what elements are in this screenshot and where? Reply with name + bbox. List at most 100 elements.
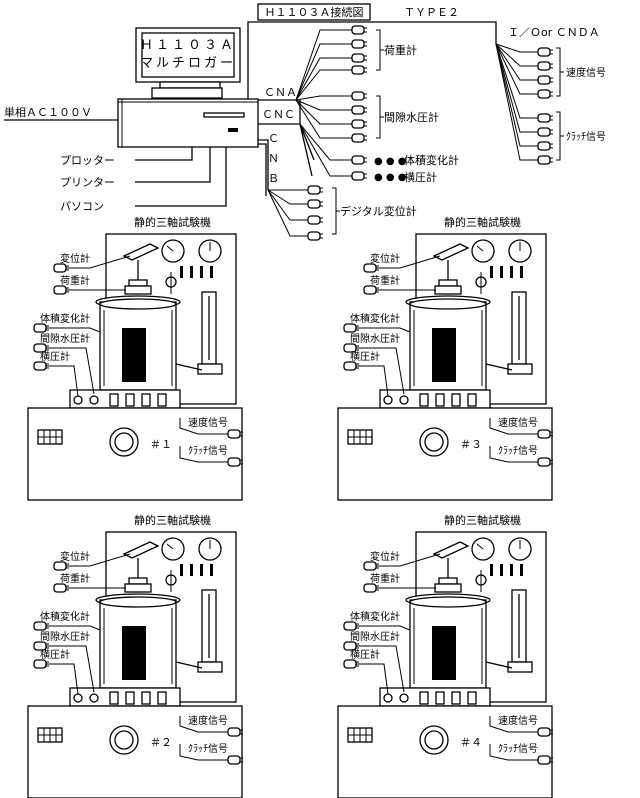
control-knob (520, 266, 523, 278)
speed-signal-connector (227, 429, 241, 439)
lateral-pressure-label: 横圧計 (40, 350, 70, 363)
sensor-connector (33, 621, 47, 631)
pore-pressure-label: 間隙水圧計 (350, 332, 400, 345)
triaxial-cell (99, 599, 177, 689)
sensor-connector (53, 583, 67, 593)
sensor-connector (363, 263, 377, 273)
crossbar (122, 243, 160, 261)
sensor-connector (33, 343, 47, 353)
title-box (257, 3, 371, 21)
pore-pressure-label: 間隙水圧計 (40, 630, 90, 643)
control-knob (520, 564, 523, 576)
control-knob (500, 266, 503, 278)
clutch-signal-connector (227, 755, 241, 765)
displacement-label: 変位計 (370, 550, 400, 563)
machine-title: 静的三軸試験機 (134, 215, 211, 229)
volume-label: 体積変化計 (40, 312, 90, 325)
load-label: 荷重計 (60, 274, 90, 287)
diagram-title: Ｈ１１０３Ａ接続図 (265, 5, 364, 19)
load-connector (351, 25, 365, 35)
displacement-label: 変位計 (370, 252, 400, 265)
machine-number: ＃２ (150, 736, 172, 749)
sensor-connector (343, 621, 357, 631)
cnc-connector (351, 155, 365, 165)
machine-cabinet (27, 407, 243, 501)
pore-connector (351, 133, 365, 143)
sensor-connector (343, 361, 357, 371)
pore-connector (351, 105, 365, 115)
machine-title: 静的三軸試験機 (444, 513, 521, 527)
logger-unit (117, 98, 259, 148)
pore-pressure-label: 間隙水圧計 (40, 332, 90, 345)
clutch-channel-label: ｸﾗｯﾁ信号 (566, 131, 606, 143)
lateral-pressure-label: 横圧計 (350, 350, 380, 363)
type-label: ＴＹＰＥ２ (404, 6, 459, 19)
clutch-signal-connector (537, 457, 551, 467)
power-indicator (228, 128, 238, 132)
volume-label: 体積変化計 (350, 312, 400, 325)
clutch-brace (556, 111, 564, 161)
speed-signal-connector (537, 727, 551, 737)
sensor-connector (363, 285, 377, 295)
load-cell (434, 583, 462, 593)
sensor-connector (343, 641, 357, 651)
sensor-connector (53, 285, 67, 295)
clutch-signal-label: ｸﾗｯﾁ信号 (498, 445, 538, 457)
crossbar (432, 541, 470, 559)
digital-brace (332, 187, 340, 235)
monitor-stand (159, 81, 221, 89)
specimen (122, 328, 146, 382)
speed-signal-label: 速度信号 (498, 714, 538, 727)
displacement-label: 変位計 (60, 550, 90, 563)
speed-signal-label: 速度信号 (498, 416, 538, 429)
digital-connector (307, 215, 321, 225)
specimen (122, 626, 146, 680)
machine-cabinet (337, 705, 553, 798)
specimen (432, 626, 456, 680)
load-label: 荷重計 (370, 572, 400, 585)
speed-brace (556, 47, 564, 97)
load-connector (351, 39, 365, 49)
port-n: Ｎ (268, 152, 279, 165)
crossbar (432, 243, 470, 261)
machine-cabinet (27, 705, 243, 798)
load-brace (376, 29, 384, 71)
machine-cabinet (337, 407, 553, 501)
control-knob (510, 266, 513, 278)
machine-number: ＃１ (150, 438, 172, 451)
speed-connector (537, 61, 551, 71)
control-knob (190, 564, 193, 576)
logger-screen (141, 32, 235, 78)
clutch-signal-label: ｸﾗｯﾁ信号 (188, 445, 228, 457)
machine-title: 静的三軸試験機 (444, 215, 521, 229)
machine-title: 静的三軸試験機 (134, 513, 211, 527)
cnc-connector (351, 171, 365, 181)
load-cell (434, 285, 462, 295)
sensor-connector (363, 583, 377, 593)
b-cable-bundle (267, 185, 323, 241)
port-b: Ｂ (268, 172, 279, 185)
control-knob (210, 266, 213, 278)
volume-channel-label: 体積変化計 (404, 153, 459, 167)
pore-brace (376, 95, 384, 139)
monitor-base (151, 87, 223, 99)
speed-connector (537, 75, 551, 85)
control-knob (210, 564, 213, 576)
sensor-connector (33, 659, 47, 669)
sensor-connector (343, 343, 357, 353)
speed-signal-label: 速度信号 (188, 714, 228, 727)
displacement-label: 変位計 (60, 252, 90, 265)
svg-text:● ● ●: ● ● ● (374, 156, 407, 167)
speed-channel-label: 速度信号 (566, 66, 606, 79)
clutch-signal-connector (537, 755, 551, 765)
sensor-connector (53, 263, 67, 273)
clutch-connector (537, 155, 551, 165)
clutch-signal-label: ｸﾗｯﾁ信号 (188, 743, 228, 755)
speed-connector (537, 89, 551, 99)
speed-signal-connector (537, 429, 551, 439)
